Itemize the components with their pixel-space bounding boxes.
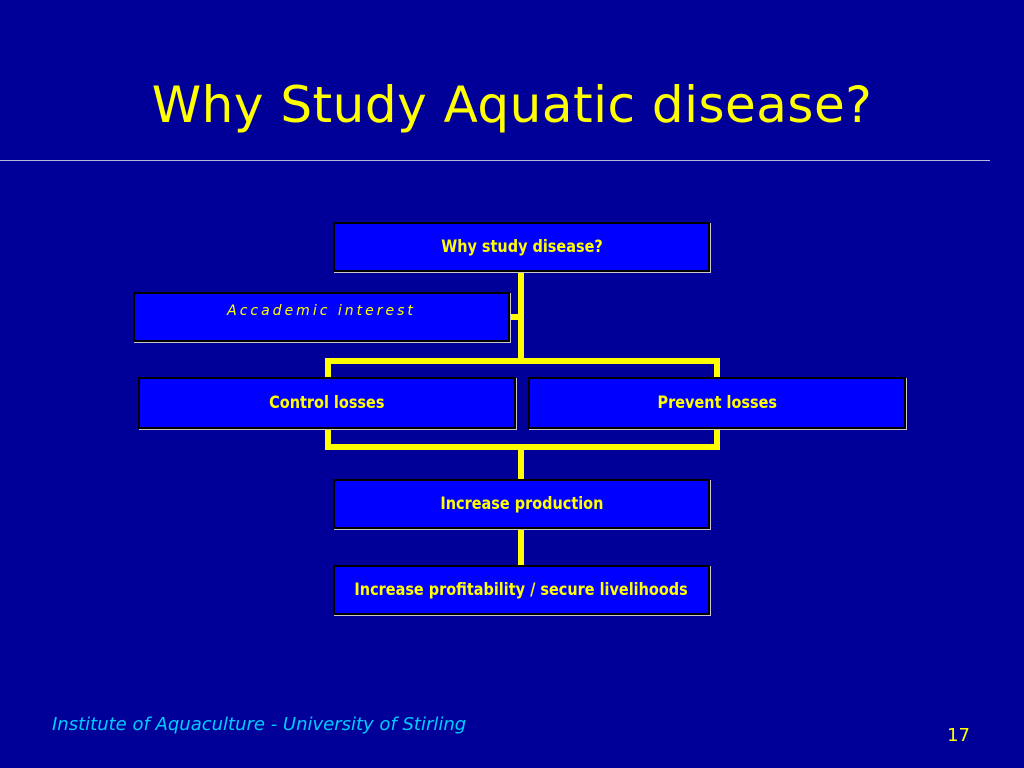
node-increase-production: Increase production — [333, 479, 710, 529]
node-increase-profitability-label: Increase profitability / secure liveliho… — [354, 580, 689, 600]
title-divider — [0, 160, 990, 161]
footer-institution: Institute of Aquaculture - University of… — [52, 714, 467, 735]
node-why-study-disease-label: Why study disease? — [440, 237, 603, 257]
node-control-losses: Control losses — [138, 377, 516, 429]
node-academic-interest-label: Accademic interest — [227, 303, 416, 319]
slide-title: Why Study Aquatic disease? — [151, 76, 873, 134]
node-increase-production-label: Increase production — [439, 494, 604, 514]
node-why-study-disease: Why study disease? — [333, 222, 710, 272]
node-prevent-losses-label: Prevent losses — [657, 393, 777, 413]
node-prevent-losses: Prevent losses — [528, 377, 906, 429]
node-control-losses-label: Control losses — [269, 393, 385, 413]
node-increase-profitability: Increase profitability / secure liveliho… — [333, 565, 710, 615]
node-academic-interest: Accademic interest — [133, 292, 510, 342]
page-number: 17 — [947, 725, 970, 746]
